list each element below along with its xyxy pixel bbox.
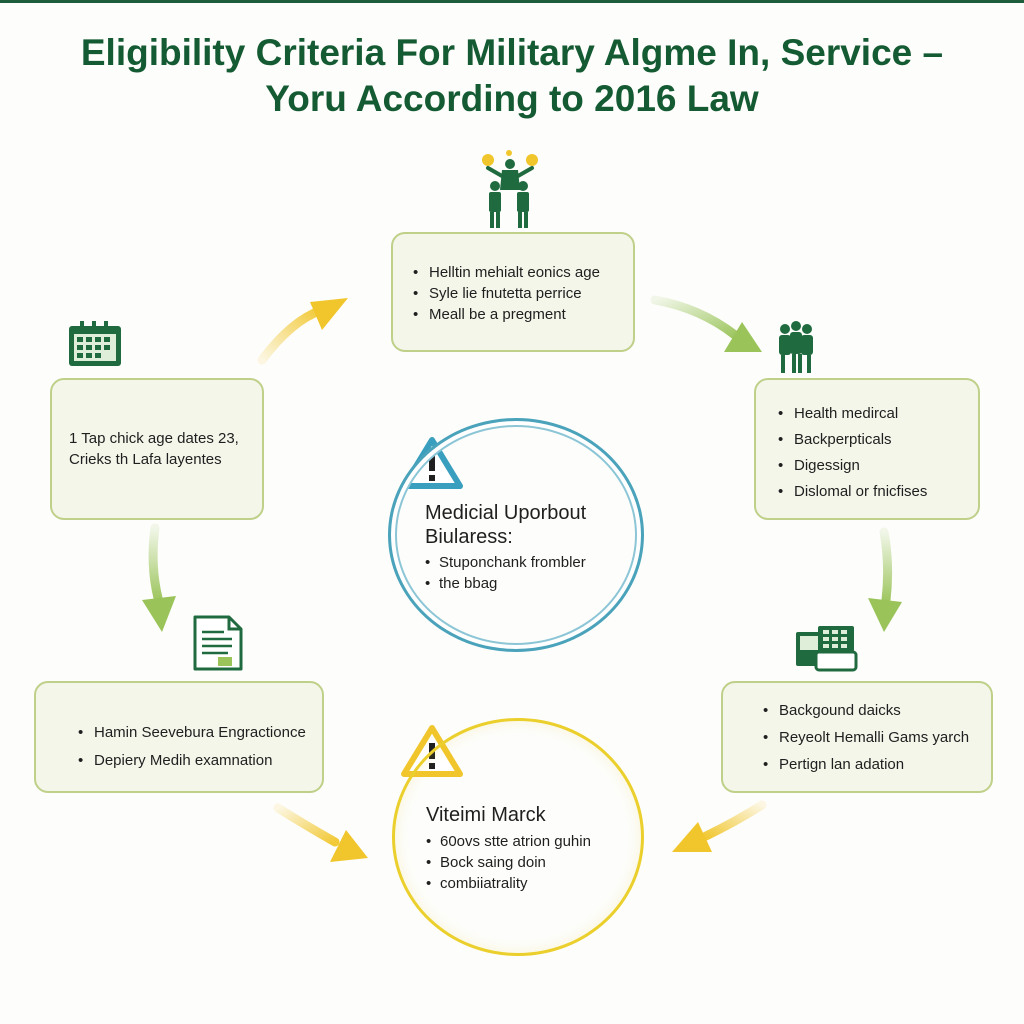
list-item: 60ovs stte atrion guhin — [426, 831, 591, 852]
list-item: combiiatrality — [426, 873, 591, 894]
center-circle: Medicial Uporbout Biularess: Stuponchank… — [388, 418, 644, 652]
arrow-left-to-top — [257, 298, 348, 365]
list-item: Digessign — [774, 453, 978, 479]
list-item: Backgound daicks — [759, 697, 991, 724]
document-icon — [193, 615, 243, 671]
top-rule — [0, 0, 1024, 3]
center-heading-line-1: Medicial Uporbout — [425, 502, 587, 524]
list-item: Backperpticals — [774, 427, 978, 453]
page-title: Eligibility Criteria For Military Algme … — [20, 30, 1004, 122]
arrow-bottom-right-to-circle — [672, 800, 767, 852]
list-item: Depiery Medih examnation — [74, 747, 322, 775]
group-people-icon — [779, 321, 813, 373]
team-celebration-icon — [482, 150, 538, 228]
list-item: Health medircal — [774, 401, 978, 427]
list-item: Meall be a pregment — [409, 304, 633, 325]
card-left-line: 1 Tap chick age dates 23, — [69, 430, 239, 447]
arrow-bottom-left-to-circle — [273, 803, 368, 862]
bottom-circle-content: Viteimi Marck 60ovs stte atrion guhin Bo… — [426, 803, 591, 894]
card-bottom-right: Backgound daicks Reyeolt Hemalli Gams ya… — [721, 681, 993, 793]
list-item: the bbag — [425, 573, 586, 594]
center-circle-content: Medicial Uporbout Biularess: Stuponchank… — [425, 501, 586, 594]
bottom-circle-heading: Viteimi Marck — [426, 804, 546, 826]
title-line-1: Eligibility Criteria For Military Algme … — [80, 32, 944, 73]
list-item: Dislomal or fnicfises — [774, 479, 978, 505]
center-circle-heading: Medicial Uporbout Biularess: — [425, 501, 586, 549]
list-item: Reyeolt Hemalli Gams yarch — [759, 724, 991, 751]
arrow-left-down — [142, 523, 176, 632]
list-item: Stuponchank frombler — [425, 552, 586, 573]
center-heading-line-2: Biularess: — [425, 526, 513, 548]
arrow-right-down — [868, 527, 902, 632]
card-left: 1 Tap chick age dates 23, Crieks th Lafa… — [50, 378, 264, 520]
list-item: Bock saing doin — [426, 852, 591, 873]
arrow-top-to-right — [650, 295, 762, 352]
list-item: Syle lie fnutetta perrice — [409, 283, 633, 304]
card-left-line: Crieks th Lafa layentes — [69, 451, 222, 468]
calendar-icon — [69, 321, 121, 366]
list-item: Pertign lan adation — [759, 751, 991, 778]
computer-terminal-icon — [796, 626, 858, 672]
title-line-2: Yoru According to 2016 Law — [265, 78, 759, 119]
bottom-circle: Viteimi Marck 60ovs stte atrion guhin Bo… — [392, 718, 644, 956]
card-top: Helltin mehialt eonics age Syle lie fnut… — [391, 232, 635, 352]
card-bottom-left: Hamin Seevebura Engractionce Depiery Med… — [34, 681, 324, 793]
card-right: Health medircal Backperpticals Digessign… — [754, 378, 980, 520]
list-item: Helltin mehialt eonics age — [409, 262, 633, 283]
list-item: Hamin Seevebura Engractionce — [74, 719, 322, 747]
